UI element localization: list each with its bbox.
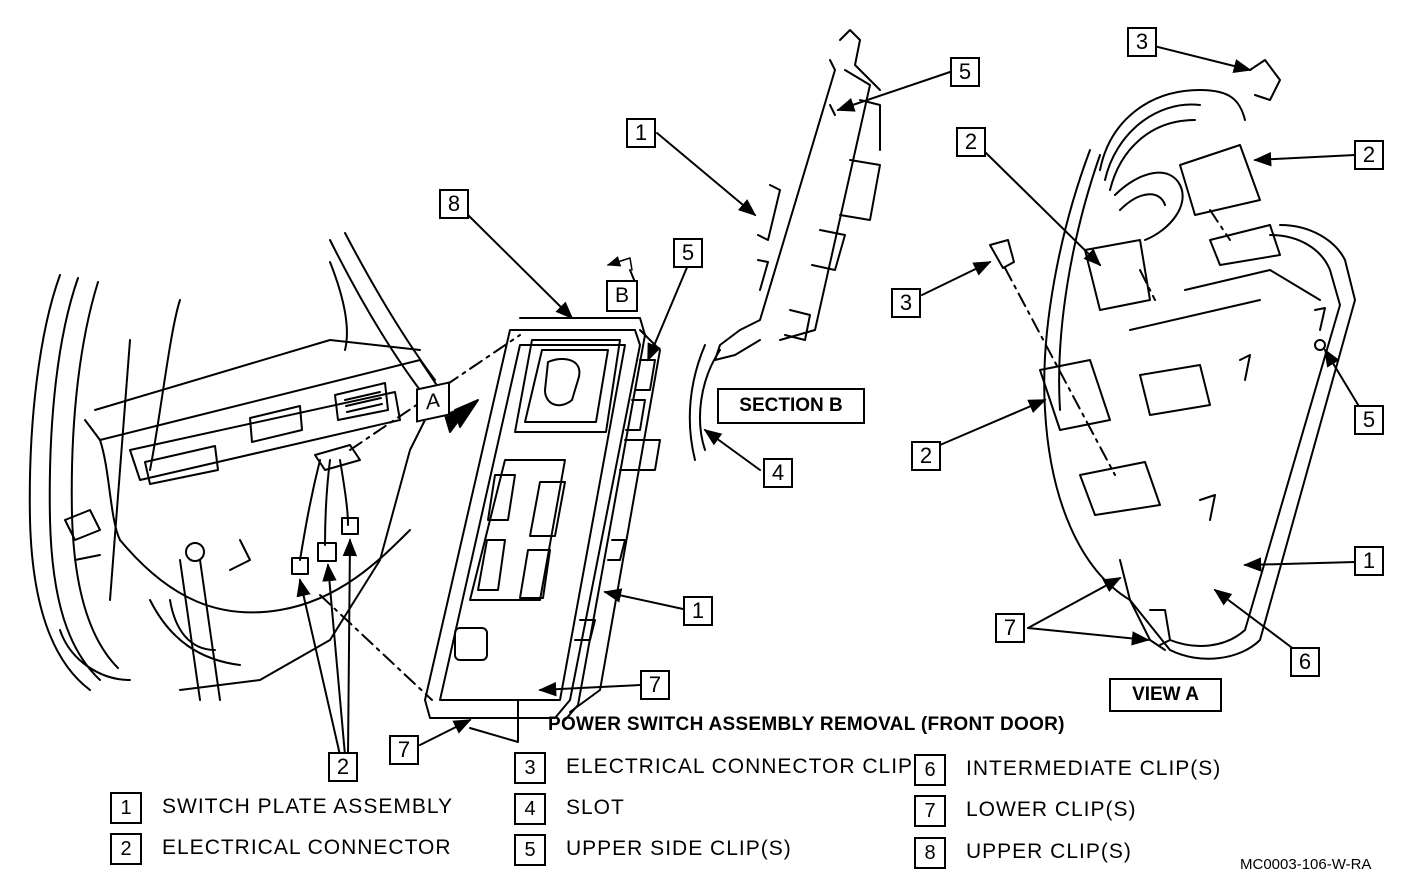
callout-1-view-a: 1 [1354, 546, 1384, 576]
legend-number: 3 [514, 752, 546, 784]
legend-number: 6 [914, 754, 946, 786]
door-wiring [291, 444, 361, 575]
callout-5-view-a: 5 [1354, 405, 1384, 435]
callout-3-view-a-left: 3 [891, 288, 921, 318]
view-a-marker: A [416, 381, 450, 423]
legend-label: ELECTRICAL CONNECTOR CLIP [566, 755, 914, 778]
callout-7-switch-left: 7 [389, 735, 419, 765]
callout-8-switch: 8 [439, 189, 469, 219]
callout-3-view-a-top: 3 [1127, 27, 1157, 57]
callout-2-view-a-top-left: 2 [956, 127, 986, 157]
view-a-switch [989, 59, 1356, 660]
legend-label: INTERMEDIATE CLIP(S) [966, 757, 1222, 780]
leader-lines [419, 39, 1361, 746]
diagram-title: POWER SWITCH ASSEMBLY REMOVAL (FRONT DOO… [548, 714, 1065, 735]
callout-1-switch: 1 [683, 596, 713, 626]
callout-7-switch-right: 7 [640, 670, 670, 700]
callout-5-section-b: 5 [950, 57, 980, 87]
callout-6-view-a: 6 [1290, 647, 1320, 677]
door-panel [28, 232, 441, 701]
view-a-label: VIEW A [1109, 678, 1222, 712]
legend-number: 5 [514, 834, 546, 866]
callout-2-view-a-mid: 2 [911, 441, 941, 471]
legend-number: 7 [914, 795, 946, 827]
callout-2-door: 2 [328, 752, 358, 782]
callout-4-section-b: 4 [763, 458, 793, 488]
figure-code: MC0003-106-W-RA [1240, 856, 1372, 873]
callout-2-view-a-top-right: 2 [1354, 140, 1384, 170]
legend-number: 8 [914, 837, 946, 869]
switch-plate [424, 317, 661, 721]
legend-label: SWITCH PLATE ASSEMBLY [162, 795, 453, 818]
legend-label: SLOT [566, 796, 625, 819]
callout-5-switch: 5 [673, 238, 703, 268]
section-b-label: SECTION B [717, 388, 865, 424]
section-b-marker: B [606, 280, 638, 312]
legend-label: LOWER CLIP(S) [966, 798, 1137, 821]
legend-number: 2 [110, 833, 142, 865]
callout-1-section-b: 1 [626, 118, 656, 148]
legend-label: UPPER SIDE CLIP(S) [566, 837, 792, 860]
legend-label: UPPER CLIP(S) [966, 840, 1132, 863]
legend-number: 4 [514, 793, 546, 825]
section-b-view [688, 29, 881, 461]
callout-7-view-a: 7 [995, 613, 1025, 643]
legend-label: ELECTRICAL CONNECTOR [162, 836, 452, 859]
legend-number: 1 [110, 792, 142, 824]
